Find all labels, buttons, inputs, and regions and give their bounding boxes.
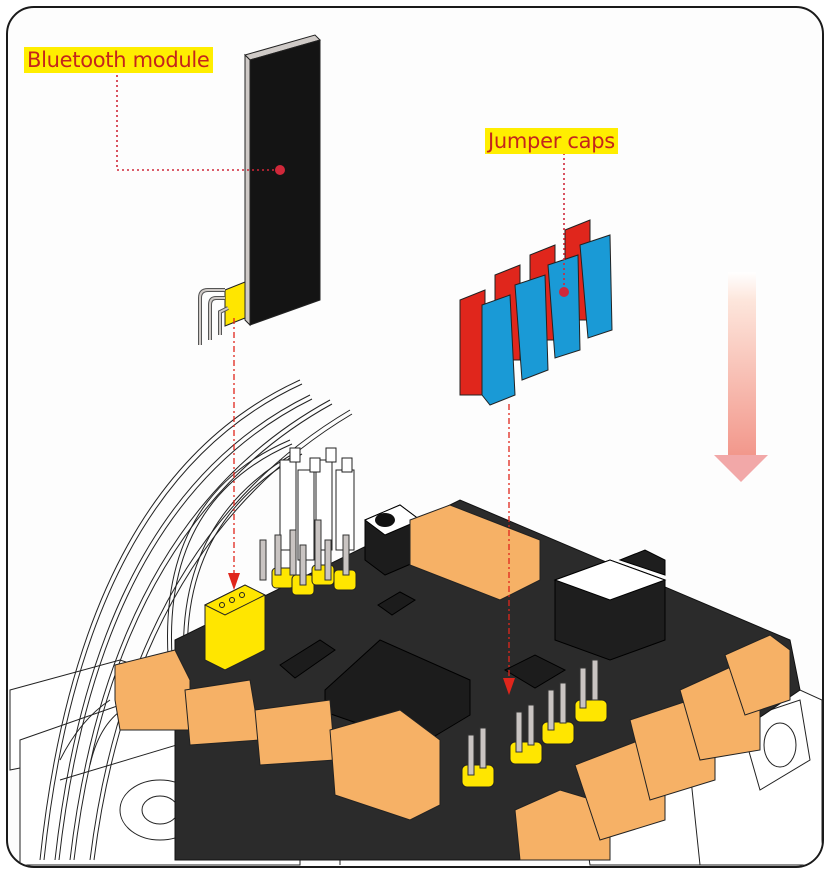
push-button (364, 504, 421, 576)
down-arrow-icon (714, 272, 768, 482)
bluetooth-module-label: Bluetooth module (24, 47, 213, 73)
power-switch (553, 549, 667, 661)
board-components (279, 591, 567, 746)
placement-guides (233, 318, 510, 680)
jumper-caps (459, 219, 613, 406)
wire-connectors (279, 447, 355, 561)
jumper-pointer-dot (559, 287, 569, 297)
bluetooth-socket (203, 584, 267, 671)
leader-lines (116, 75, 565, 292)
jumper-caps-label: Jumper caps (485, 128, 618, 154)
jumper-cap-blue (481, 234, 613, 406)
bluetooth-pointer-dot (275, 165, 285, 175)
pin-headers-lower (461, 659, 608, 788)
pin-headers-upper (259, 519, 357, 596)
orange-connectors (114, 504, 791, 861)
arrow-to-socket-icon (228, 573, 240, 590)
bluetooth-module (198, 34, 321, 345)
arrow-to-header-icon (503, 678, 515, 695)
